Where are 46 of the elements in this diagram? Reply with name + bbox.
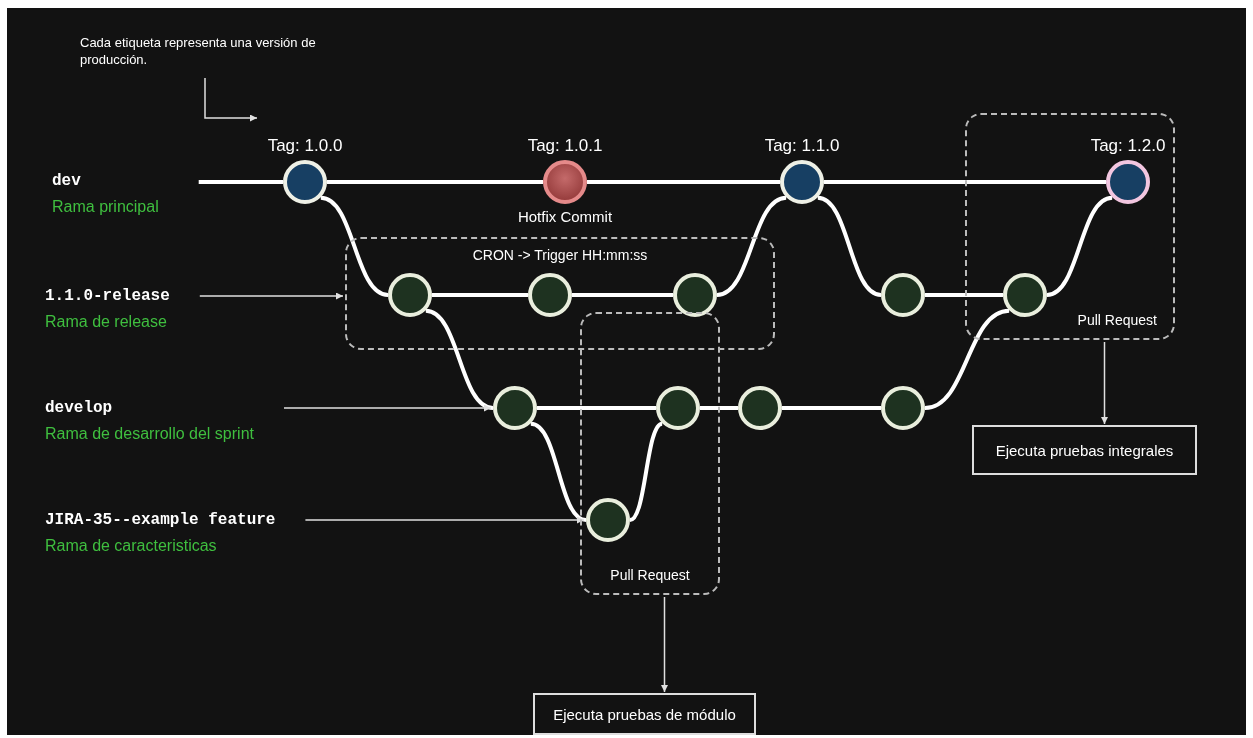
dashed-group-box — [965, 113, 1175, 340]
branch-name: 1.1.0-release — [45, 287, 170, 305]
result-box: Ejecuta pruebas integrales — [972, 425, 1197, 475]
branch-line — [537, 406, 656, 410]
arrow — [199, 292, 344, 300]
dashed-group-box — [345, 237, 775, 350]
branch-line — [320, 195, 389, 297]
branch-line — [924, 308, 1010, 410]
tag-label: Tag: 1.0.1 — [527, 136, 603, 156]
branch-line — [327, 180, 543, 184]
group-label: Pull Request — [1077, 312, 1157, 328]
tag-label: Tag: 1.2.0 — [1090, 136, 1166, 156]
branch-line — [824, 180, 1106, 184]
branch-line — [716, 195, 787, 297]
group-label: Pull Request — [610, 567, 690, 583]
branch-name: dev — [52, 172, 82, 190]
branch-name: develop — [45, 399, 114, 417]
group-label: CRON -> Trigger HH:mm:ss — [472, 247, 648, 263]
branch-description: Rama de release — [45, 313, 168, 331]
branch-line — [1046, 195, 1113, 297]
commit-caption: Hotfix Commit — [517, 208, 613, 225]
branch-description: Rama de caracteristicas — [45, 537, 218, 555]
branch-description: Rama de desarrollo del sprint — [45, 425, 254, 443]
branch-description: Rama principal — [52, 198, 159, 216]
dashed-group-box — [580, 312, 720, 595]
branch-line — [782, 406, 881, 410]
arrow — [204, 77, 258, 122]
tag-label: Tag: 1.1.0 — [764, 136, 840, 156]
branch-line — [925, 293, 1003, 297]
branch-line — [629, 422, 664, 522]
branch-line — [817, 195, 882, 297]
note-text: Cada etiqueta representa una versión de producción. — [80, 34, 355, 68]
branch-name: JIRA-35--example feature — [45, 511, 276, 529]
branch-line — [587, 180, 780, 184]
branch-line — [572, 293, 673, 297]
result-box: Ejecuta pruebas de módulo — [533, 693, 756, 735]
tag-label: Tag: 1.0.0 — [267, 136, 343, 156]
branch-line — [700, 406, 738, 410]
arrow — [661, 596, 668, 693]
branch-line — [530, 421, 587, 522]
arrow — [304, 516, 585, 524]
arrow — [283, 404, 492, 412]
arrow — [1101, 341, 1108, 425]
branch-line — [432, 293, 528, 297]
branch-line — [425, 308, 494, 410]
branch-line — [198, 180, 283, 184]
